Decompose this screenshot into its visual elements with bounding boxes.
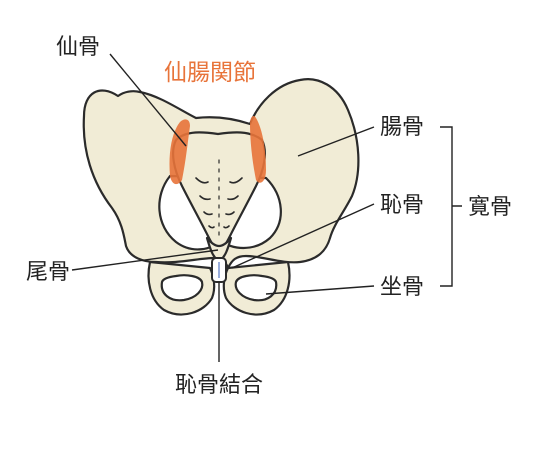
- label-sacrum: 仙骨: [56, 35, 100, 60]
- ilium-leader-line: [297, 126, 375, 157]
- label-ischium: 坐骨: [380, 275, 424, 300]
- coccyx-shape: [205, 236, 233, 264]
- pubis-leader-line: [231, 203, 375, 269]
- label-pubic-symphysis: 恥骨結合: [175, 373, 263, 398]
- sacrum-shape: [172, 131, 266, 254]
- label-ilium: 腸骨: [380, 115, 424, 140]
- left-sacroiliac-joint: [169, 119, 190, 185]
- ischium-leader-line: [265, 285, 375, 295]
- label-pubis: 恥骨: [380, 193, 424, 218]
- left-obturator-foramen: [160, 274, 204, 302]
- label-hip-bone: 寛骨: [468, 195, 512, 220]
- label-sacroiliac-joint: 仙腸関節: [164, 60, 256, 86]
- hip-bone-bracket: [440, 126, 462, 287]
- labels: 仙骨 仙腸関節 腸骨 恥骨 寛骨 尾骨 坐骨 恥骨結合: [26, 35, 512, 398]
- pelvis-illustration: [82, 78, 360, 316]
- right-sacroiliac-joint: [250, 116, 266, 183]
- sacrum-leader-line: [109, 53, 187, 147]
- sacrum-details: [195, 159, 243, 237]
- label-coccyx: 尾骨: [26, 260, 70, 285]
- sacroiliac-joint-highlights: [169, 116, 266, 185]
- coccyx-leader-line: [71, 249, 219, 271]
- leader-lines: [71, 53, 462, 362]
